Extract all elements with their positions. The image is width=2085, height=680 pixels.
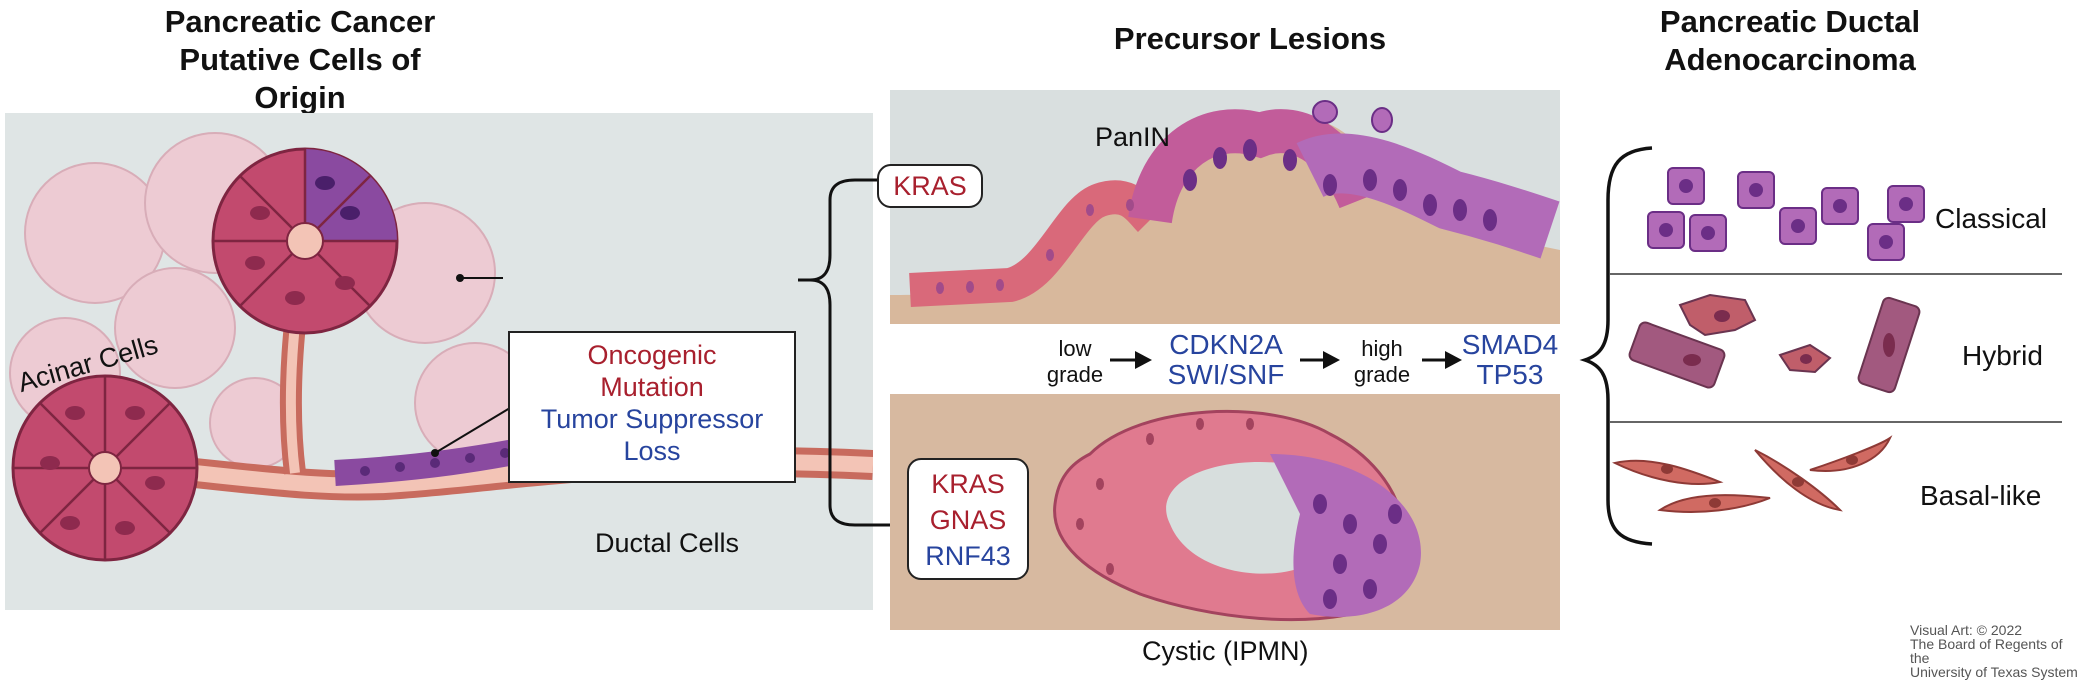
high-grade-line1: high	[1361, 336, 1403, 361]
middle-title: Precursor Lesions	[1113, 21, 1387, 56]
mutation-box: Oncogenic Mutation Tumor Suppressor Loss	[508, 331, 796, 483]
oncogenic-label: Oncogenic	[587, 340, 717, 370]
mid-genes: CDKN2A SWI/SNF	[1152, 330, 1300, 390]
credit-line3: University of Texas System	[1910, 664, 2078, 680]
tumor-suppressor-label: Tumor Suppressor	[540, 404, 764, 434]
high-grade-line2: grade	[1353, 362, 1411, 387]
left-title-line1: Pancreatic Cancer	[164, 4, 436, 39]
mutation-label: Mutation	[600, 372, 704, 402]
low-grade-label: low grade	[1040, 336, 1110, 388]
right-title: Pancreatic Ductal Adenocarcinoma	[1640, 3, 1940, 79]
low-grade-line1: low	[1058, 336, 1092, 361]
ipmn-illustration	[1053, 409, 1421, 622]
tp53-label: TP53	[1476, 359, 1544, 390]
hybrid-label: Hybrid	[1962, 340, 2043, 371]
panin-gene-box: KRAS	[877, 164, 983, 208]
right-title-line1: Pancreatic Ductal	[1659, 4, 1921, 39]
ipmn-label: Cystic (IPMN)	[1142, 636, 1309, 666]
late-genes: SMAD4 TP53	[1460, 330, 1560, 390]
swi-snf-label: SWI/SNF	[1167, 359, 1285, 390]
cdkn2a-label: CDKN2A	[1169, 329, 1283, 360]
high-grade-label: high grade	[1342, 336, 1422, 388]
basal-like-label: Basal-like	[1920, 480, 2042, 511]
right-title-line2: Adenocarcinoma	[1664, 42, 1916, 77]
panin-label: PanIN	[1095, 122, 1171, 152]
ipmn-rnf43-label: RNF43	[925, 541, 1011, 571]
credit-line1: Visual Art: © 2022	[1910, 622, 2023, 638]
ductal-cells-label: Ductal Cells	[595, 528, 740, 558]
smad4-label: SMAD4	[1461, 329, 1559, 360]
ipmn-gnas-label: GNAS	[929, 505, 1007, 535]
classical-label: Classical	[1935, 203, 2048, 234]
panin-illustration	[890, 100, 1560, 324]
ipmn-gene-box: KRAS GNAS RNF43	[907, 458, 1029, 580]
cells-of-origin-panel: Acinar Cells Ductal Cells Oncogenic Muta…	[5, 113, 873, 610]
credit-line2: The Board of Regents of the	[1910, 636, 2063, 666]
left-title-line2: Putative Cells of Origin	[179, 42, 421, 115]
left-title: Pancreatic Cancer Putative Cells of Orig…	[150, 3, 450, 117]
low-grade-line2: grade	[1046, 362, 1104, 387]
panin-panel: PanIN	[890, 90, 1560, 324]
ipmn-kras-label: KRAS	[931, 469, 1005, 499]
loss-label: Loss	[623, 436, 681, 466]
art-credit: Visual Art: © 2022 The Board of Regents …	[1910, 623, 2080, 679]
